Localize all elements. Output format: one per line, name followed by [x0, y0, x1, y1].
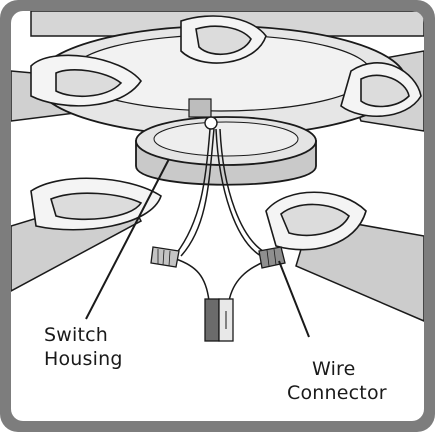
switch-housing-label: Switch Housing	[44, 323, 123, 371]
wire-connector-right	[258, 246, 286, 269]
wire-connector-label-line2: Connector	[287, 382, 387, 404]
diagram-panel: Switch Housing Wire Connector	[11, 11, 424, 421]
ceiling-fan-illustration	[11, 11, 424, 342]
plug-connector	[204, 298, 234, 342]
wire-connector-label-line2-wrap: Connector	[287, 381, 387, 405]
switch-housing-shape	[135, 98, 317, 186]
wire-connector-label-line1-wrap: Wire	[312, 357, 356, 381]
wire-connector-left	[150, 246, 180, 268]
switch-housing-leader	[85, 158, 170, 320]
wire-connector-leader	[278, 260, 310, 338]
switch-housing-label-line2: Housing	[44, 348, 123, 370]
wire-connector-label-line1: Wire	[312, 358, 356, 380]
wires	[175, 128, 267, 302]
switch-housing-label-line1: Switch	[44, 324, 109, 346]
blade-brackets	[30, 15, 422, 251]
